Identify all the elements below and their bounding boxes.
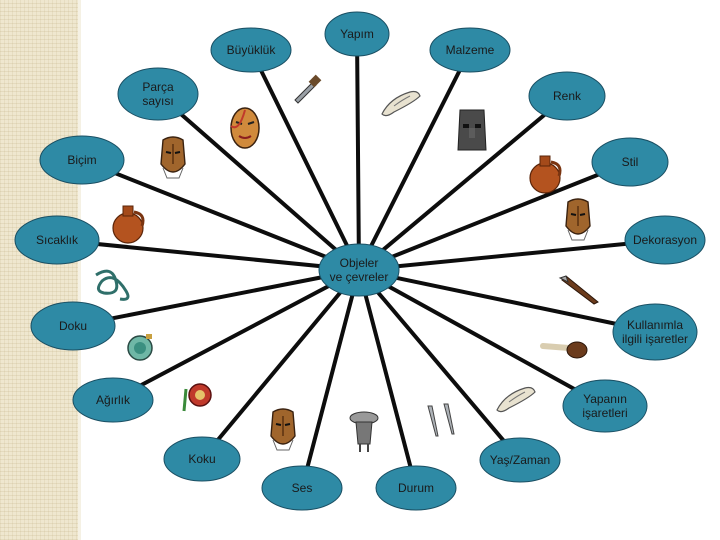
node-kullanimla-label-1: Kullanımla bbox=[627, 318, 683, 332]
spoke-sicaklik bbox=[57, 240, 359, 270]
clay-jug-icon bbox=[113, 206, 143, 243]
node-yapim-label-1: Yapım bbox=[340, 27, 374, 41]
node-sicaklik-label-1: Sıcaklık bbox=[36, 233, 79, 247]
node-bicim-label-1: Biçim bbox=[67, 153, 96, 167]
tribal-mask-icon bbox=[161, 137, 185, 178]
node-doku: Doku bbox=[31, 302, 115, 350]
node-durum-label-1: Durum bbox=[398, 481, 434, 495]
node-ses-label-1: Ses bbox=[292, 481, 313, 495]
node-kullanimla-label-2: ilgili işaretler bbox=[622, 332, 688, 346]
spoke-buyukluk bbox=[251, 50, 359, 270]
node-malzeme: Malzeme bbox=[430, 28, 510, 72]
node-stil-label-1: Stil bbox=[622, 155, 639, 169]
sheathed-knife-icon bbox=[560, 276, 598, 304]
dagger-pair-icon bbox=[428, 404, 454, 436]
node-parca-sayisi-label-1: Parça bbox=[142, 80, 174, 94]
brooch-icon bbox=[128, 334, 152, 360]
mask-figure-icon bbox=[350, 412, 378, 452]
node-doku-label-1: Doku bbox=[59, 319, 87, 333]
node-renk: Renk bbox=[529, 72, 605, 120]
node-yapanin-label-2: işaretleri bbox=[582, 406, 627, 420]
node-ses: Ses bbox=[262, 466, 342, 510]
node-yas-zaman-label-1: Yaş/Zaman bbox=[490, 453, 550, 467]
node-bicim: Biçim bbox=[40, 136, 124, 184]
yoyo-icon bbox=[184, 384, 211, 411]
node-yas-zaman: Yaş/Zaman bbox=[480, 438, 560, 482]
carved-bone-icon bbox=[382, 92, 420, 116]
painted-mask-icon bbox=[231, 108, 259, 148]
node-renk-label-1: Renk bbox=[553, 89, 582, 103]
moai-head-icon bbox=[458, 110, 486, 150]
knot-ornament-icon bbox=[96, 271, 128, 299]
spoke-malzeme bbox=[359, 50, 470, 270]
center-node-label-1: Objeler bbox=[340, 256, 379, 270]
node-dekorasyon: Dekorasyon bbox=[625, 216, 705, 264]
spoke-dekorasyon bbox=[359, 240, 665, 270]
spoke-yapim bbox=[357, 34, 359, 270]
dagger-icon bbox=[295, 75, 321, 103]
center-node-label-2: ve çevreler bbox=[330, 270, 389, 284]
node-agirlik-label-1: Ağırlık bbox=[96, 393, 131, 407]
tribal-mask-icon bbox=[566, 199, 590, 240]
drumstick-icon bbox=[543, 342, 587, 358]
node-yapanin-label-1: Yapanın bbox=[583, 392, 627, 406]
tribal-mask-icon bbox=[271, 409, 295, 450]
carved-bone-icon bbox=[497, 388, 535, 412]
node-parca-sayisi-label-2: sayısı bbox=[142, 94, 173, 108]
node-dekorasyon-label-1: Dekorasyon bbox=[633, 233, 697, 247]
node-durum: Durum bbox=[376, 466, 456, 510]
node-buyukluk-label-1: Büyüklük bbox=[227, 43, 277, 57]
node-koku: Koku bbox=[164, 437, 240, 481]
node-buyukluk: Büyüklük bbox=[211, 28, 291, 72]
node-sicaklik: Sıcaklık bbox=[15, 216, 99, 264]
node-malzeme-label-1: Malzeme bbox=[446, 43, 495, 57]
node-koku-label-1: Koku bbox=[188, 452, 215, 466]
node-agirlik: Ağırlık bbox=[73, 378, 153, 422]
spoke-yapanin bbox=[359, 270, 605, 406]
node-yapim: Yapım bbox=[325, 12, 389, 56]
node-stil: Stil bbox=[592, 138, 668, 186]
clay-jug-icon bbox=[530, 156, 560, 193]
